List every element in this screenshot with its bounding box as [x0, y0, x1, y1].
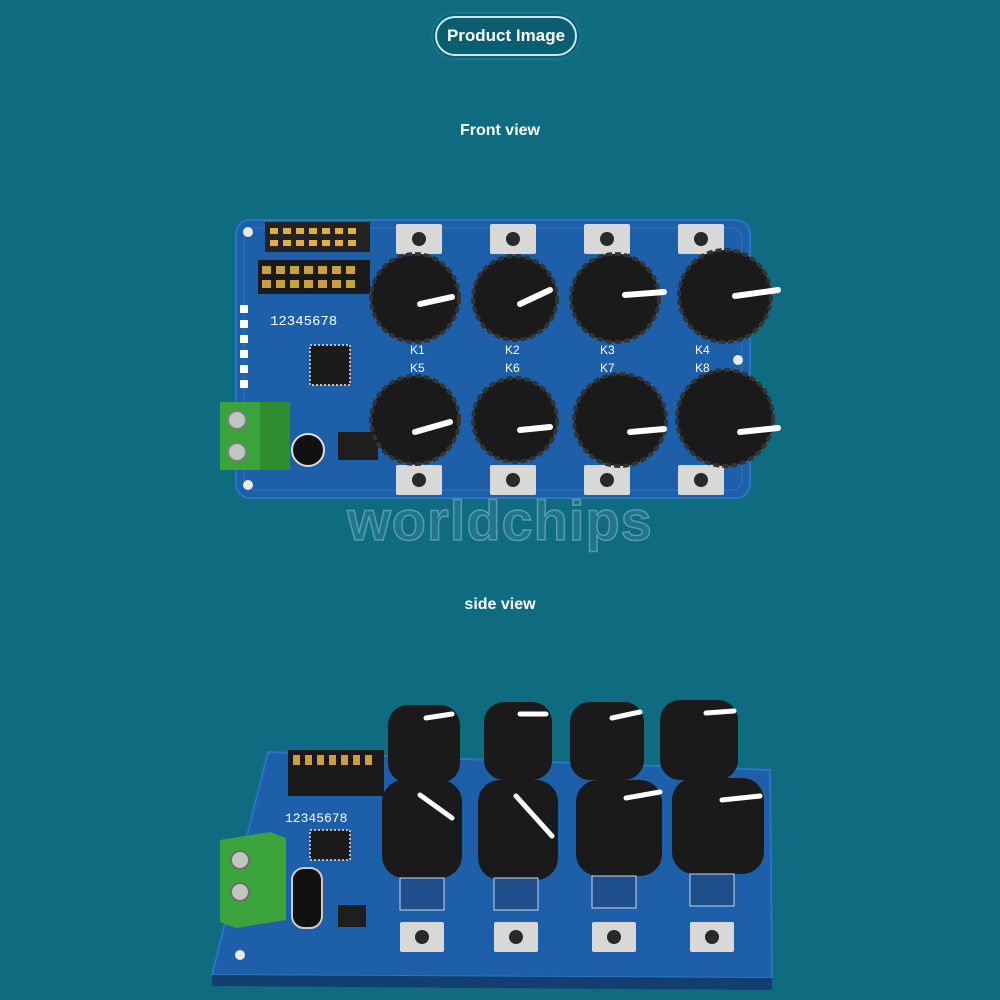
- knob-row-1: [369, 248, 781, 344]
- green-terminal-block-side: [220, 832, 286, 928]
- front-view-caption: Front view: [459, 122, 540, 139]
- side-view-caption: side view: [464, 596, 536, 613]
- knob-row-2: [369, 368, 781, 468]
- side-silkscreen-numbers: 12345678: [285, 811, 347, 826]
- knob-row-back: [388, 700, 738, 783]
- side-view-photo: 12345678: [210, 700, 774, 990]
- knob-label-k5: K5: [410, 361, 425, 375]
- knob-label-k2: K2: [505, 343, 520, 357]
- knob-label-k8: K8: [695, 361, 710, 375]
- knob-label-k4: K4: [695, 343, 710, 357]
- green-terminal-block: [220, 402, 290, 470]
- microcontroller-chip: [309, 344, 351, 386]
- watermark-text: worldchips: [346, 488, 653, 553]
- knob-row-front: [382, 778, 764, 880]
- front-silkscreen-numbers: 12345678: [270, 314, 337, 330]
- electrolytic-capacitor: [291, 433, 325, 467]
- pin-header-top: [265, 222, 370, 252]
- product-image-badge: Product Image: [435, 16, 577, 56]
- knob-label-k1: K1: [410, 343, 425, 357]
- knob-label-k6: K6: [505, 361, 520, 375]
- pin-header-middle: [258, 260, 370, 294]
- product-image-label: Product Image: [446, 26, 566, 45]
- front-view-photo: 12345678: [220, 219, 781, 499]
- knob-label-k7: K7: [600, 361, 615, 375]
- knob-label-k3: K3: [600, 343, 615, 357]
